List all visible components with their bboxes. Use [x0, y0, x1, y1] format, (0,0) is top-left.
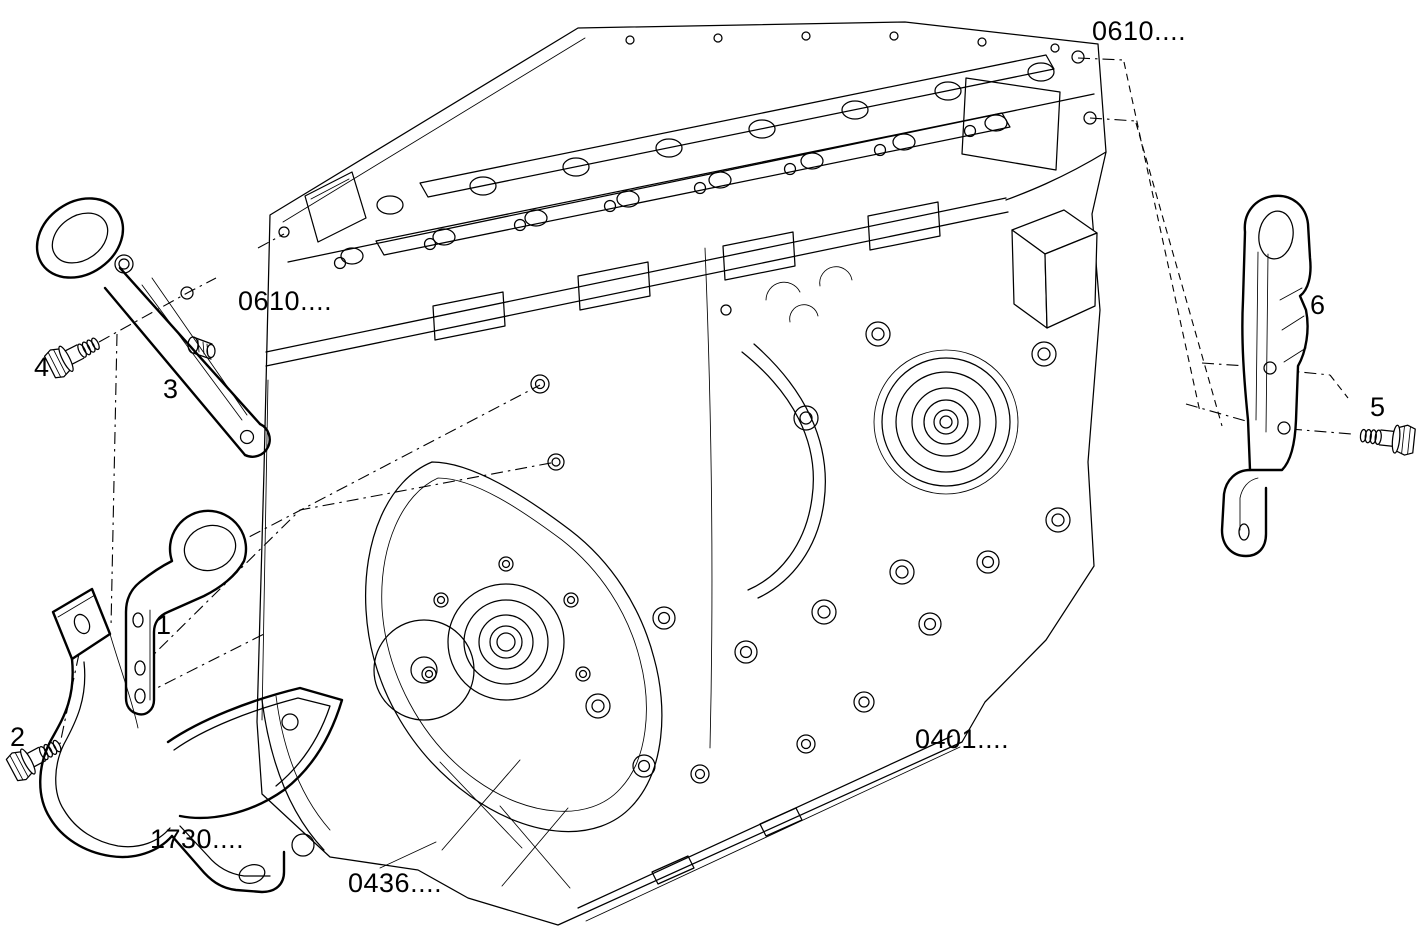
- callout-6: 6: [1310, 290, 1326, 320]
- oil-filter-head: [873, 349, 1019, 495]
- stiffening-ribs: [439, 759, 571, 889]
- oil-gallery-pipes: [741, 266, 853, 599]
- callout-2: 2: [10, 722, 26, 752]
- lifting-bracket-rear: [1220, 194, 1312, 558]
- part-code-head-top: 0610....: [1092, 16, 1187, 46]
- bolt-2-icon: [5, 739, 62, 782]
- engine-block-illustration: [256, 21, 1107, 926]
- oil-pan-rail: [577, 735, 961, 922]
- side-bolt-bosses: [690, 304, 1071, 784]
- flywheel-housing-edge: [261, 695, 331, 857]
- timing-cover: [364, 461, 663, 889]
- bolt-5-icon: [1359, 424, 1416, 456]
- bracket-boss-box: [1011, 209, 1098, 329]
- bolt-4-icon: [43, 337, 100, 379]
- intake-port-recesses: [432, 201, 941, 341]
- part-code-support-bracket: 1730....: [150, 824, 245, 854]
- part-code-front-cover: 0436....: [348, 868, 443, 898]
- head-bolt-holes: [333, 31, 1060, 270]
- support-bracket-1730: [39, 587, 344, 894]
- callout-4: 4: [34, 352, 50, 382]
- water-pump-hub: [421, 556, 591, 701]
- lifting-bracket-front: [35, 197, 271, 458]
- leader-lines: [59, 57, 1353, 745]
- callout-3: 3: [163, 374, 179, 404]
- stud-icon: [187, 336, 216, 360]
- callout-1: 1: [156, 610, 172, 640]
- front-bolt-bosses: [278, 226, 676, 778]
- hook-bracket: [124, 509, 248, 716]
- part-code-head-left: 0610....: [238, 286, 333, 316]
- callout-5: 5: [1370, 392, 1386, 422]
- part-code-block: 0401....: [915, 724, 1010, 754]
